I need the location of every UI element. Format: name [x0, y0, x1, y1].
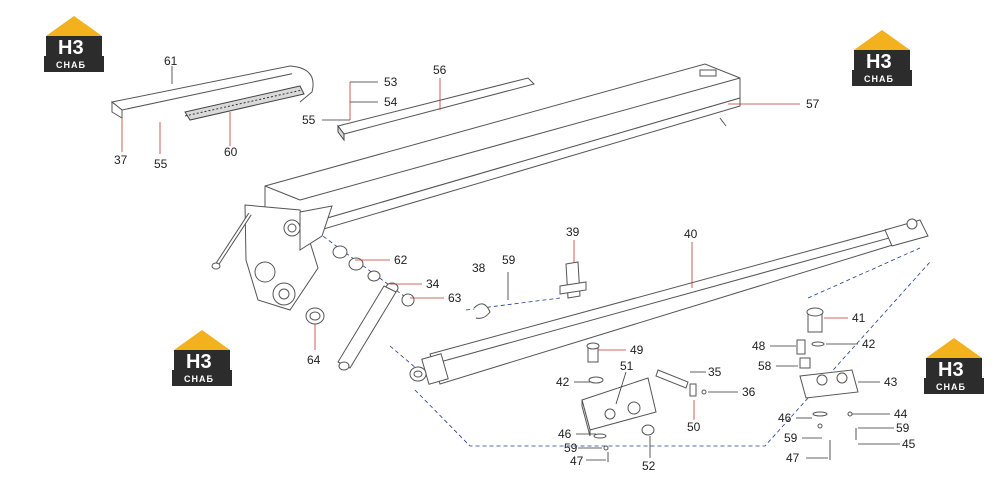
bracket-part	[559, 261, 587, 299]
svg-text:H3: H3	[58, 37, 84, 59]
callout: 57	[806, 97, 820, 111]
right-mount-bracket-assembly	[796, 307, 859, 460]
callout: 59	[896, 421, 910, 435]
telescopic-cylinder-part	[409, 218, 929, 385]
callout: 64	[307, 353, 321, 367]
callout: 42	[556, 375, 570, 389]
callout: 55	[154, 157, 168, 171]
svg-text:СНАБ: СНАБ	[184, 374, 214, 384]
callout: 55	[302, 113, 316, 127]
callout: 54	[384, 95, 398, 109]
callout-labels: 61 37 55 60 53 54 55 56 57 62 34 63 64 3…	[114, 54, 916, 473]
svg-text:H3: H3	[186, 351, 212, 373]
support-rod-part	[211, 212, 252, 270]
brand-logo: H3 СНАБ	[924, 338, 984, 394]
svg-text:СНАБ: СНАБ	[936, 382, 966, 392]
callout: 51	[620, 359, 634, 373]
svg-text:СНАБ: СНАБ	[864, 74, 894, 84]
callout: 35	[708, 365, 722, 379]
left-mount-bracket-assembly	[581, 342, 657, 462]
callout: 44	[894, 407, 908, 421]
callout: 45	[902, 437, 916, 451]
leader-lines	[121, 66, 900, 461]
callout: 47	[570, 454, 584, 468]
callout: 48	[752, 339, 766, 353]
callout: 43	[884, 375, 898, 389]
pin-parts	[655, 369, 707, 397]
slide-pad-part	[337, 77, 535, 142]
callout: 49	[630, 343, 644, 357]
callout: 59	[784, 431, 798, 445]
svg-text:H3: H3	[866, 51, 892, 73]
svg-text:СНАБ: СНАБ	[56, 60, 86, 70]
callout: 42	[862, 337, 876, 351]
callout: 37	[114, 153, 128, 167]
brand-logo: H3 СНАБ	[852, 30, 912, 86]
callout: 52	[642, 459, 656, 473]
callout: 36	[742, 385, 756, 399]
brand-logo: H3 СНАБ	[44, 16, 104, 72]
callout: 34	[426, 277, 440, 291]
callout: 61	[164, 54, 178, 68]
callout: 46	[778, 411, 792, 425]
cable-chain-part	[110, 65, 314, 121]
callout: 59	[502, 253, 516, 267]
callout: 63	[448, 291, 462, 305]
svg-text:H3: H3	[938, 359, 964, 381]
callout: 38	[472, 261, 486, 275]
callout: 56	[433, 63, 447, 77]
callout: 46	[558, 427, 572, 441]
callout: 39	[566, 225, 580, 239]
callout: 60	[224, 145, 238, 159]
callout: 53	[384, 75, 398, 89]
callout: 47	[786, 451, 800, 465]
lift-cylinder-part	[337, 285, 397, 371]
brand-logo: H3 СНАБ	[172, 330, 232, 386]
clip-part	[473, 303, 491, 319]
callout: 58	[758, 359, 772, 373]
callout: 50	[687, 420, 701, 434]
callout: 40	[684, 227, 698, 241]
callout: 62	[394, 253, 408, 267]
main-boom-part	[244, 63, 741, 311]
callout: 41	[852, 311, 866, 325]
callout: 59	[564, 441, 578, 455]
